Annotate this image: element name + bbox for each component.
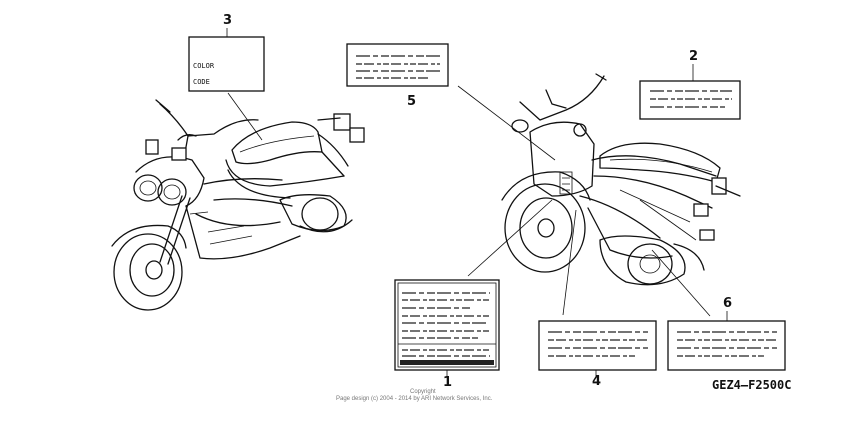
color-label-text: COLOR	[193, 62, 215, 70]
leader-lines	[226, 28, 728, 376]
label-6-box	[667, 320, 786, 371]
copyright-line-1: Copyright	[410, 389, 436, 395]
label-5-box	[346, 43, 449, 87]
copyright-line-2: Page design (c) 2004 - 2014 by ARI Netwo…	[336, 396, 493, 402]
label-3-box	[188, 36, 265, 92]
callout-3: 3	[223, 13, 233, 28]
callout-4: 4	[592, 374, 602, 389]
callout-5: 5	[407, 94, 417, 109]
left-scooter-illustration	[111, 99, 365, 311]
label-2-box	[639, 80, 741, 120]
code-label-text: CODE	[193, 78, 210, 86]
label-4-box	[538, 320, 657, 371]
callout-1: 1	[443, 375, 453, 390]
label-1-box	[394, 279, 500, 371]
diagram-code: GEZ4—F2500C	[712, 378, 792, 392]
callout-2: 2	[689, 49, 699, 64]
right-scooter-illustration	[501, 73, 741, 286]
callout-6: 6	[723, 296, 733, 311]
